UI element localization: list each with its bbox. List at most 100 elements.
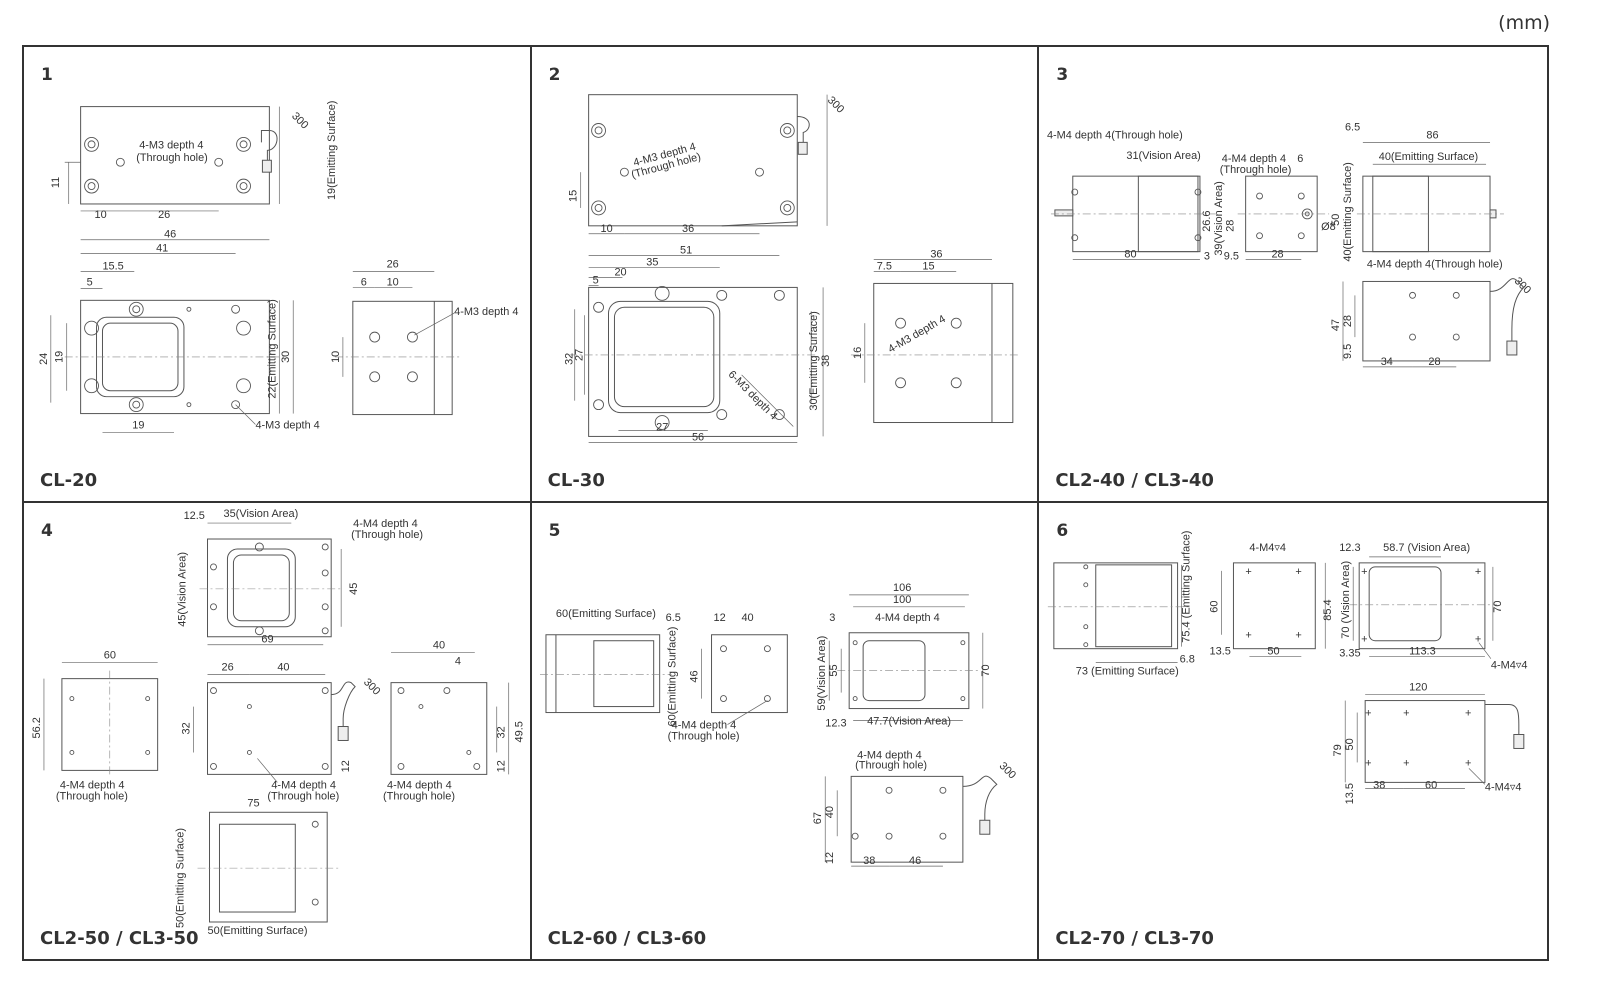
dim-6-5: 6.5 [1345,121,1360,133]
label-emit: 30(Emitting Surface) [808,311,820,410]
hole-mark [407,331,418,343]
thread-mark: + [1403,757,1409,769]
hole-mark [783,126,791,135]
hole-mark [210,687,217,695]
hole-mark [1409,291,1417,299]
hole-mark [885,832,893,840]
side-view-body [352,300,453,416]
dim-86: 86 [1427,129,1439,141]
hole-mark [1071,188,1079,196]
dim-12-3: 12.3 [1340,542,1361,554]
label-through-left: (Through hole) [56,790,128,802]
hole-mark [1071,234,1079,242]
hole-mark [590,200,606,216]
dim-38: 38 [820,355,832,367]
dim-47: 47 [1330,319,1342,331]
panel-model: CL2-60 / CL3-60 [547,928,707,949]
dim-32: 32 [563,353,575,365]
drawing-cl-50: 12.5 35(Vision Area) 4-M4 depth 4 (Throu… [31,508,526,937]
dim-40: 40 [277,662,289,674]
dim-26-6: 26.6 [1201,211,1213,232]
dim-o8: Ø8 [1321,221,1336,233]
cable [1485,704,1520,735]
dim-side-15: 15 [922,261,934,273]
hole-mark [246,749,252,755]
hole-mark [939,786,947,794]
hole-mark [960,696,965,702]
dim-51: 51 [680,245,692,257]
hole-mark [594,204,603,212]
dim-70: 70 [979,664,991,676]
mount-hole [84,178,99,194]
bottom-view [209,811,328,923]
hole-mark [950,317,962,329]
drawing-line [337,726,349,741]
hole-mark [1083,642,1089,648]
panel-model: CL-30 [547,470,605,491]
panel-model: CL2-70 / CL3-70 [1055,928,1214,949]
label-through: (Through hole) [1220,164,1292,176]
panel-cl-50: 4 12.5 35(Vision Area) 4-M4 depth 4 (Thr… [24,503,532,959]
label-thread-c: 4-M4▿4 [1485,781,1522,793]
panel-model: CL2-40 / CL3-40 [1055,470,1214,491]
label-through-top: (Through hole) [351,529,423,541]
label-thread-a: 4-M4▿4 [1250,542,1287,554]
drawing-line [232,554,290,622]
dim-79: 79 [1333,744,1345,756]
dim-67: 67 [812,812,824,824]
dim-6: 6 [1298,153,1304,165]
hole-mark [1256,232,1264,240]
top-view [1359,562,1486,650]
dim-120: 120 [1409,682,1427,694]
thread-mark: + [1365,708,1371,720]
dim-70: 70 [1492,601,1504,613]
panel-number: 5 [548,521,561,541]
hole-mark [654,415,670,430]
hole-mark [1298,192,1306,200]
thread-hole [115,157,125,167]
hole-mark [950,377,962,389]
panel-number: 1 [41,65,53,85]
dim-13-5-b: 13.5 [1345,783,1357,804]
panel-model: CL-20 [40,470,98,491]
dim-15: 15 [567,190,579,202]
dim-32: 32 [181,722,193,734]
hole-mark [239,140,248,149]
label-side-thread: 4-M3 depth 4 [454,306,518,318]
label-emit-mid: 22(Emitting Surface) [266,299,278,398]
hole-mark [1409,333,1417,341]
hole-mark [852,696,858,702]
hole-mark [473,762,481,770]
hole-mark [1453,291,1461,299]
drawing-line [1506,340,1518,356]
dim-106: 106 [893,582,911,594]
dim-19-v: 19 [54,351,66,363]
hole-mark [311,820,319,828]
dim-50: 50 [1268,646,1280,658]
dim-85-4: 85.4 [1323,599,1335,620]
label-thread-top: 4-M3 depth 4 [139,139,203,151]
hole-mark [186,402,192,408]
dim-12: 12 [340,760,352,772]
side-view [545,634,660,714]
label-emit-40: 40(Emitting Surface) [1379,151,1478,163]
hole-mark [210,762,217,770]
thread-mark: + [1475,634,1481,646]
dim-32-r: 32 [496,726,508,738]
panel-cl-70: 6 75.4 (Emitting Surface) 6.8 73 (Emitti… [1039,503,1547,959]
dim-34: 34 [1381,356,1393,368]
hole-mark [443,687,451,695]
hole-mark [754,167,764,177]
hole-mark [592,399,604,411]
top-view-body [587,94,798,227]
thread-mark: + [1475,566,1481,578]
label-thread-top: 4-M4 depth 4 [875,612,940,624]
dim-24: 24 [38,353,50,365]
hole-mark [783,204,791,212]
dim-40-v: 40 [824,806,836,818]
hole-mark [254,626,264,636]
drawing-line [226,548,296,628]
dim-50-v: 50 [1345,738,1357,750]
front-view [207,682,332,775]
side-view-body [872,282,1013,424]
